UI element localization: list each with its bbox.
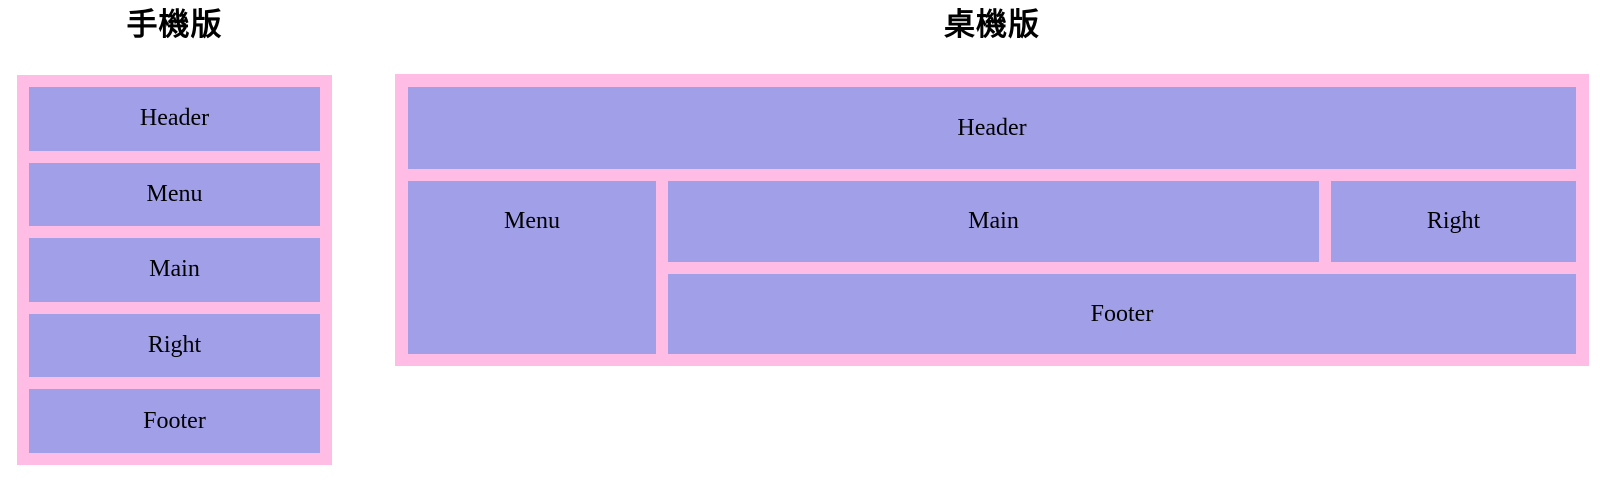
mobile-header-box: Header <box>29 87 320 151</box>
desktop-layout-container: Header Menu Main Right Footer <box>395 74 1589 366</box>
mobile-right-box: Right <box>29 313 320 378</box>
mobile-layout-container: Header Menu Main Right Footer <box>17 75 332 465</box>
desktop-right-box: Right <box>1331 181 1576 262</box>
mobile-footer-box: Footer <box>29 389 320 453</box>
desktop-main-box: Main <box>668 181 1319 262</box>
mobile-menu-box: Menu <box>29 162 320 227</box>
desktop-menu-box: Menu <box>408 181 656 354</box>
desktop-version-title: 桌機版 <box>944 7 1040 42</box>
desktop-header-box: Header <box>408 87 1576 169</box>
mobile-version-title: 手機版 <box>126 7 223 42</box>
mobile-main-box: Main <box>29 238 320 302</box>
desktop-footer-box: Footer <box>668 274 1576 354</box>
